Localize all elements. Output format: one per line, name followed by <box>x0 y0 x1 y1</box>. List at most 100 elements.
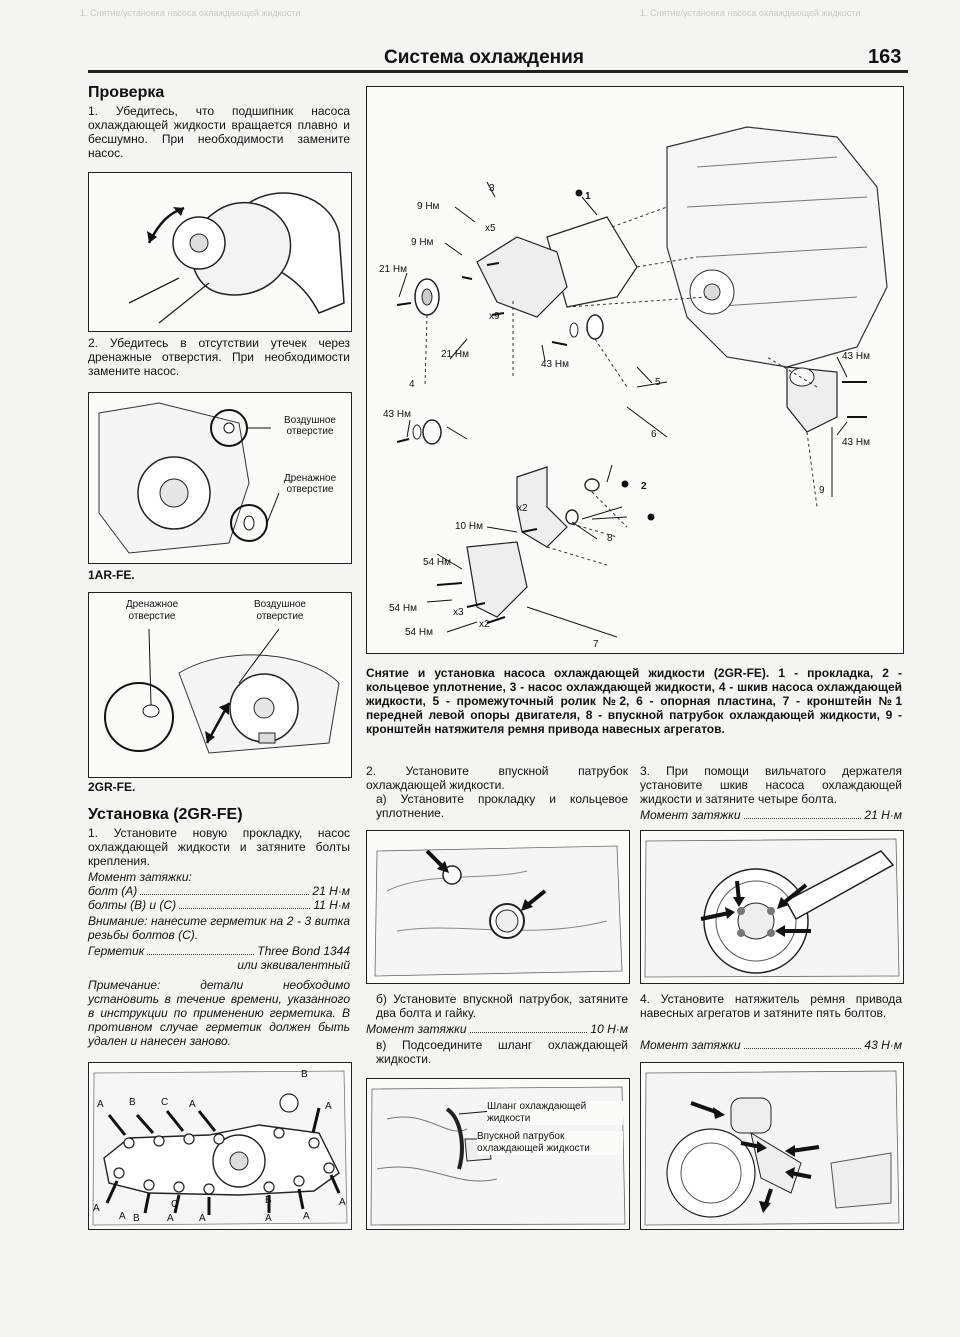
torque-label: 9 Нм <box>417 201 440 212</box>
bolt-letter: A <box>189 1099 196 1110</box>
bolt-bc-label: болты (В) и (С) <box>88 898 177 912</box>
bolt-letter: B <box>301 1069 308 1080</box>
torque-row-inlet: Момент затяжки 10 Н·м <box>366 1022 628 1036</box>
bolt-a-value: 21 Н·м <box>312 884 350 898</box>
torque-row-tensioner: Момент затяжки 43 Н·м <box>640 1038 902 1052</box>
exploded-view-drawing: 9 Нм 9 Нм 21 Нм 21 Нм 43 Нм 43 Нм 10 Нм … <box>379 126 888 650</box>
pulley-holder-figure <box>640 830 904 984</box>
torque-label: 43 Нм <box>842 351 870 362</box>
bolt-letter: A <box>325 1101 332 1112</box>
install-step-4: 4. Установите натяжитель ремня привода н… <box>640 992 902 1020</box>
install-step-2b: б) Установите впускной патрубок, затянит… <box>376 992 628 1020</box>
figure-2gr-fe: Дренажное отверстие Воздушное отверстие <box>88 592 352 778</box>
check-step-2: 2. Убедитесь в отсутствии утечек через д… <box>88 336 350 378</box>
pulley-holder-drawing <box>644 838 900 978</box>
pump-1ar-drawing <box>98 402 280 554</box>
install-step-2c: в) Подсоедините шланг охлаждающей жидкос… <box>376 1038 628 1066</box>
torque-label-pulley: Момент затяжки <box>640 808 741 822</box>
bolt-letter: A <box>265 1213 272 1224</box>
callout-number: 3 <box>489 183 495 194</box>
engine-label-1ar: 1AR-FE. <box>88 568 135 582</box>
figure-1ar-fe: Воздушное отверстие Дренажное отверстие <box>88 392 352 564</box>
torque-row-pulley: Момент затяжки 21 Н·м <box>640 808 902 822</box>
bolt-a-label: болт (А) <box>88 884 138 898</box>
torque-label: 54 Нм <box>389 603 417 614</box>
tensioner-figure <box>640 1062 904 1230</box>
callout-number: 1 <box>585 191 591 202</box>
bolt-letter: B <box>133 1213 140 1224</box>
install-step-2: 2. Установите впускной патрубок охлаждаю… <box>366 764 628 792</box>
torque-value-pulley: 21 Н·м <box>864 808 902 822</box>
torque-row-bolt-bc: болты (В) и (С) 11 Н·м <box>88 898 350 912</box>
install-heading: Установка (2GR-FE) <box>88 806 243 823</box>
pump-2gr-drawing <box>104 628 340 754</box>
air-hole-label: Воздушное отверстие <box>284 415 336 437</box>
bolt-bc-value: 11 Н·м <box>313 898 350 912</box>
air-hole-label-2gr: Воздушное отверстие <box>254 599 306 622</box>
bolt-letter: A <box>303 1211 310 1222</box>
install-step-1: 1. Установите новую прокладку, насос охл… <box>88 826 350 868</box>
bolt-letter: B <box>129 1097 136 1108</box>
bolt-letter: A <box>97 1099 104 1110</box>
faint-header-right: 1. Снятие/установка насоса охлаждающей ж… <box>640 8 861 18</box>
callout-number: 2 <box>641 481 647 492</box>
inlet-gasket-drawing <box>374 845 623 977</box>
callout-number: 4 <box>409 379 415 390</box>
multiplier-label: x2 <box>517 503 528 514</box>
torque-label: 43 Нм <box>541 359 569 370</box>
pump-bolts-drawing <box>92 1070 348 1226</box>
running-header: Система охлаждения 163 <box>88 44 908 74</box>
bolt-letter: A <box>199 1213 206 1224</box>
bolt-letter: C <box>171 1199 179 1210</box>
torque-label: 9 Нм <box>411 237 434 248</box>
pump-rotation-drawing <box>128 192 345 324</box>
attention-note: Внимание: нанесите герметик на 2 - 3 вит… <box>88 914 350 942</box>
diagram-caption: Снятие и установка насоса охлаждающей жи… <box>366 666 902 736</box>
torque-label: 21 Нм <box>441 349 469 360</box>
inlet-gasket-figure <box>366 830 630 984</box>
install-step-2a: а) Установите прокладку и кольцевое упло… <box>376 792 628 820</box>
pump-bolts-figure: A B C A B A A A B A C A B A A A <box>88 1062 352 1230</box>
check-step-1: 1. Убедитесь, что подшипник насоса охлаж… <box>88 104 350 160</box>
chapter-title: Система охлаждения <box>384 47 584 68</box>
bolt-letter: B <box>265 1195 272 1206</box>
sealant-alternative: или эквивалентный <box>237 958 350 972</box>
check-heading: Проверка <box>88 84 165 101</box>
bolt-letter: A <box>119 1211 126 1222</box>
torque-value-inlet: 10 Н·м <box>590 1022 628 1036</box>
install-step-3: 3. При помощи вильчатого держателя устан… <box>640 764 902 806</box>
drain-hole-label: Дренажное отверстие <box>283 473 337 495</box>
drain-hole-label-2gr: Дренажное отверстие <box>125 599 179 622</box>
callout-number: 8 <box>607 533 613 544</box>
multiplier-label: x9 <box>489 311 500 322</box>
torque-label-inlet: Момент затяжки <box>366 1022 467 1036</box>
torque-value-tensioner: 43 Н·м <box>864 1038 902 1052</box>
tensioner-drawing <box>644 1070 900 1226</box>
torque-label: 54 Нм <box>405 627 433 638</box>
torque-label: 54 Нм <box>423 557 451 568</box>
torque-label-tensioner: Момент затяжки <box>640 1038 741 1052</box>
application-note: Примечание: детали необходимо установить… <box>88 978 350 1048</box>
torque-label: 43 Нм <box>842 437 870 448</box>
inlet-label: Впускной патрубок охлаждающей жидкости <box>477 1131 623 1155</box>
pump-exploded-diagram: 9 Нм 9 Нм 21 Нм 21 Нм 43 Нм 43 Нм 10 Нм … <box>366 86 904 654</box>
torque-label: 21 Нм <box>379 264 407 275</box>
bolt-letter: A <box>167 1213 174 1224</box>
callout-number: 5 <box>655 377 661 388</box>
page-number: 163 <box>868 46 902 68</box>
torque-label: 10 Нм <box>455 521 483 532</box>
multiplier-label: x5 <box>485 223 496 234</box>
torque-label: 43 Нм <box>383 409 411 420</box>
multiplier-label: x3 <box>453 607 464 618</box>
callout-number: 6 <box>651 429 657 440</box>
torque-spec-title: Момент затяжки: <box>88 870 192 884</box>
sealant-value: Three Bond 1344 <box>257 944 350 958</box>
pump-rotation-figure <box>88 172 352 332</box>
coolant-hose-figure: Шланг охлаждающей жидкости Впускной патр… <box>366 1078 630 1230</box>
bolt-letter: A <box>339 1197 346 1208</box>
bolt-letter: C <box>161 1097 169 1108</box>
engine-label-2gr: 2GR-FE. <box>88 780 136 794</box>
callout-number: 7 <box>593 639 599 650</box>
callout-number: 9 <box>819 485 825 496</box>
